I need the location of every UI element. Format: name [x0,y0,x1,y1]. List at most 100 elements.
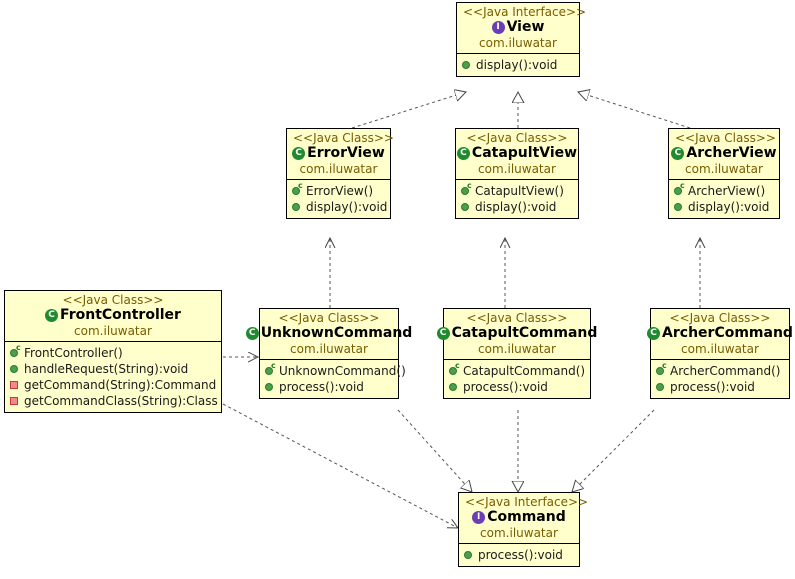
node-catapultcommand[interactable]: <<Java Class>> CatapultCommand com.iluwa… [436,308,597,399]
member-row[interactable]: c CatapultView() [460,182,576,199]
constructor-member-icon: c [448,362,460,377]
divider [5,341,221,342]
node-archercommand-name: ArcherCommand [662,325,793,341]
node-command-header: <<Java Interface>> Command com.iluwatar [459,493,589,543]
node-unknowncommand[interactable]: <<Java Class>> UnknownCommand com.iluwat… [245,308,412,399]
member-row[interactable]: process():void [463,547,577,563]
member-row[interactable]: process():void [655,379,787,395]
node-errorview-name: ErrorView [307,145,385,161]
node-view-header: <<Java Interface>> View com.iluwatar [457,3,587,53]
class-icon [245,327,259,340]
member-row[interactable]: display():void [673,199,777,215]
node-frontcontroller-title: FrontController [11,307,215,324]
class-icon [45,309,59,322]
member-label: process():void [478,548,563,562]
node-errorview-members: c ErrorView() display():void [287,180,390,218]
constructor-member-icon: c [655,362,667,377]
node-frontcontroller[interactable]: <<Java Class>> FrontController com.iluwa… [4,290,222,413]
node-frontcontroller-members: c FrontController() handleRequest(String… [5,342,221,412]
node-catapultview[interactable]: <<Java Class>> CatapultView com.iluwatar… [455,128,579,219]
node-archercommand-title: ArcherCommand [647,325,793,342]
member-label: UnknownCommand() [279,364,406,378]
node-catapultcommand-title: CatapultCommand [436,325,597,342]
node-view[interactable]: <<Java Interface>> View com.iluwatar dis… [456,2,587,77]
edge-archercommand-command [572,409,655,492]
node-view-stereotype: <<Java Interface>> [463,5,587,19]
interface-icon [472,511,486,524]
edge-archerview-view [578,92,691,129]
node-archercommand[interactable]: <<Java Class>> ArcherCommand com.iluwata… [647,308,793,399]
node-command-package: com.iluwatar [480,526,558,540]
class-icon [671,147,685,160]
node-command-members: process():void [459,544,579,566]
node-catapultcommand-package: com.iluwatar [478,342,556,356]
member-label: ArcherView() [688,184,766,198]
node-unknowncommand-title: UnknownCommand [245,325,412,342]
divider [456,179,578,180]
node-errorview[interactable]: <<Java Class>> ErrorView com.iluwatar c … [286,128,394,219]
divider [669,179,779,180]
node-catapultcommand-header: <<Java Class>> CatapultCommand com.iluwa… [436,309,597,359]
member-label: process():void [670,380,755,394]
node-archerview-title: ArcherView [671,145,777,162]
node-catapultview-stereotype: <<Java Class>> [466,131,568,145]
node-command-stereotype: <<Java Interface>> [465,495,589,509]
node-catapultcommand-members: c CatapultCommand() process():void [444,360,590,398]
member-label: FrontController() [24,346,123,360]
node-frontcontroller-header: <<Java Class>> FrontController com.iluwa… [5,291,221,341]
node-view-members: display():void [457,54,579,76]
member-label: display():void [688,200,770,214]
divider [260,359,398,360]
constructor-member-icon: c [673,182,685,197]
member-label: handleRequest(String):void [24,362,189,376]
public-member-icon [9,363,21,375]
divider [287,179,390,180]
member-row[interactable]: process():void [448,379,588,395]
node-catapultcommand-name: CatapultCommand [451,325,598,341]
member-row[interactable]: display():void [460,199,576,215]
public-member-icon [463,549,475,561]
member-row[interactable]: c FrontController() [9,344,219,361]
node-archerview-package: com.iluwatar [685,162,763,176]
member-label: getCommand(String):Command [24,378,217,392]
member-row[interactable]: process():void [264,379,396,395]
public-member-icon [461,59,473,71]
member-label: display():void [476,58,558,72]
member-row[interactable]: display():void [461,57,577,73]
member-label: CatapultView() [475,184,564,198]
edge-errorview-view [351,92,466,129]
member-row[interactable]: display():void [291,199,388,215]
constructor-member-icon: c [9,344,21,359]
node-view-title: View [463,19,573,36]
node-unknowncommand-package: com.iluwatar [290,342,368,356]
node-command[interactable]: <<Java Interface>> Command com.iluwatar … [458,492,589,567]
node-unknowncommand-members: c UnknownCommand() process():void [260,360,406,398]
member-row[interactable]: handleRequest(String):void [9,361,219,377]
node-errorview-header: <<Java Class>> ErrorView com.iluwatar [287,129,394,179]
node-catapultview-title: CatapultView [456,145,577,162]
class-icon [436,327,450,340]
member-row[interactable]: c ErrorView() [291,182,388,199]
member-row[interactable]: c CatapultCommand() [448,362,588,379]
node-command-title: Command [465,509,573,526]
member-row[interactable]: c ArcherCommand() [655,362,787,379]
edge-frontcontroller-command [222,403,458,528]
member-row[interactable]: c ArcherView() [673,182,777,199]
node-archerview-members: c ArcherView() display():void [669,180,779,218]
node-catapultview-members: c CatapultView() display():void [456,180,578,218]
member-label: ErrorView() [306,184,374,198]
member-row[interactable]: getCommandClass(String):Class [9,393,219,409]
node-archerview[interactable]: <<Java Class>> ArcherView com.iluwatar c… [668,128,780,219]
member-row[interactable]: c UnknownCommand() [264,362,406,379]
member-row[interactable]: getCommand(String):Command [9,377,219,393]
node-archercommand-stereotype: <<Java Class>> [669,311,771,325]
node-frontcontroller-stereotype: <<Java Class>> [62,293,164,307]
node-view-name: View [506,19,545,35]
public-member-icon [291,201,303,213]
node-errorview-package: com.iluwatar [299,162,378,176]
node-archercommand-members: c ArcherCommand() process():void [651,360,789,398]
class-icon [456,147,470,160]
constructor-member-icon: c [291,182,303,197]
